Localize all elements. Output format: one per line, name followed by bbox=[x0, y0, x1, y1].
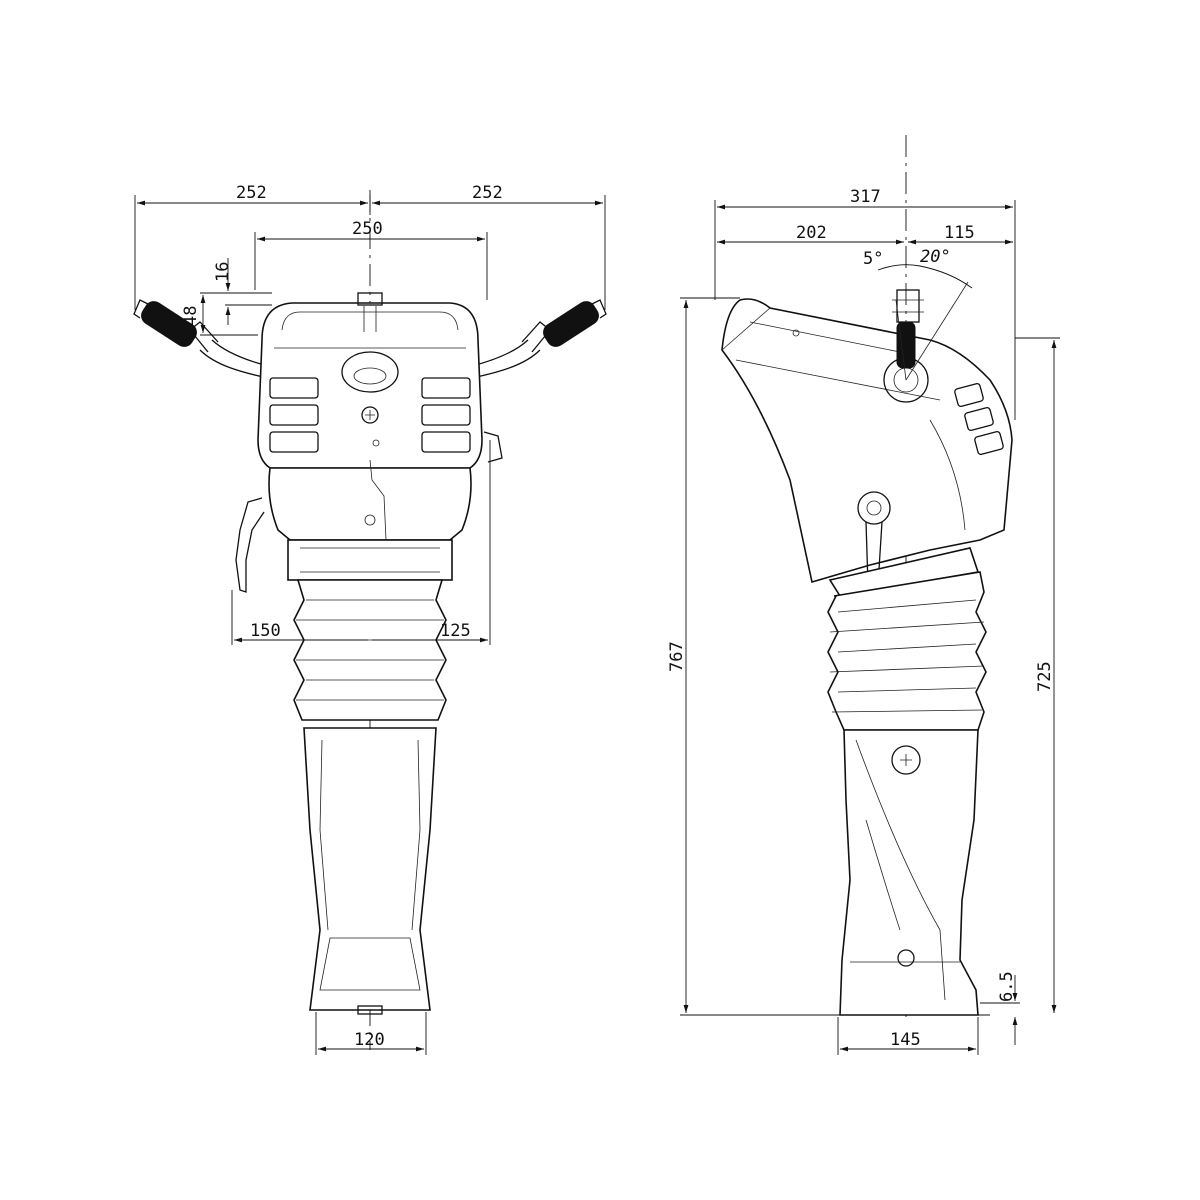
dim-side-angle-5: 5° bbox=[863, 249, 883, 269]
dim-front-150: 150 bbox=[250, 621, 281, 641]
left-grip bbox=[141, 301, 197, 347]
side-view: 317 202 115 5° 20° 767 725 6.5 145 bbox=[667, 135, 1060, 1055]
side-foot bbox=[839, 729, 979, 1016]
dim-side-6-5: 6.5 bbox=[997, 971, 1017, 1002]
side-head bbox=[721, 289, 1013, 586]
dim-side-145: 145 bbox=[890, 1030, 921, 1050]
side-dimensions bbox=[680, 200, 1060, 1055]
dim-front-48: 48 bbox=[181, 306, 201, 326]
dim-front-250: 250 bbox=[352, 219, 383, 239]
dim-side-115: 115 bbox=[944, 223, 975, 243]
dim-front-left-252: 252 bbox=[236, 183, 267, 203]
right-handle bbox=[471, 299, 607, 379]
dim-side-202: 202 bbox=[796, 223, 827, 243]
front-body bbox=[268, 459, 472, 581]
dim-side-767: 767 bbox=[667, 641, 687, 672]
dim-front-16: 16 bbox=[213, 262, 233, 282]
trigger-lever bbox=[235, 497, 265, 593]
dim-side-725: 725 bbox=[1035, 661, 1055, 692]
dim-side-angle-20: 20° bbox=[920, 247, 951, 267]
front-head bbox=[257, 292, 503, 469]
left-handle bbox=[133, 299, 269, 379]
front-view: 252 252 250 16 48 150 125 120 bbox=[133, 183, 607, 1055]
front-dimensions bbox=[134, 195, 606, 1055]
dim-front-right-252: 252 bbox=[472, 183, 503, 203]
side-bellows bbox=[827, 571, 987, 731]
front-foot bbox=[303, 727, 437, 1015]
right-grip bbox=[543, 301, 599, 347]
dim-side-317: 317 bbox=[850, 187, 881, 207]
dim-front-120: 120 bbox=[354, 1030, 385, 1050]
front-bellows bbox=[293, 579, 447, 721]
dim-front-125: 125 bbox=[440, 621, 471, 641]
